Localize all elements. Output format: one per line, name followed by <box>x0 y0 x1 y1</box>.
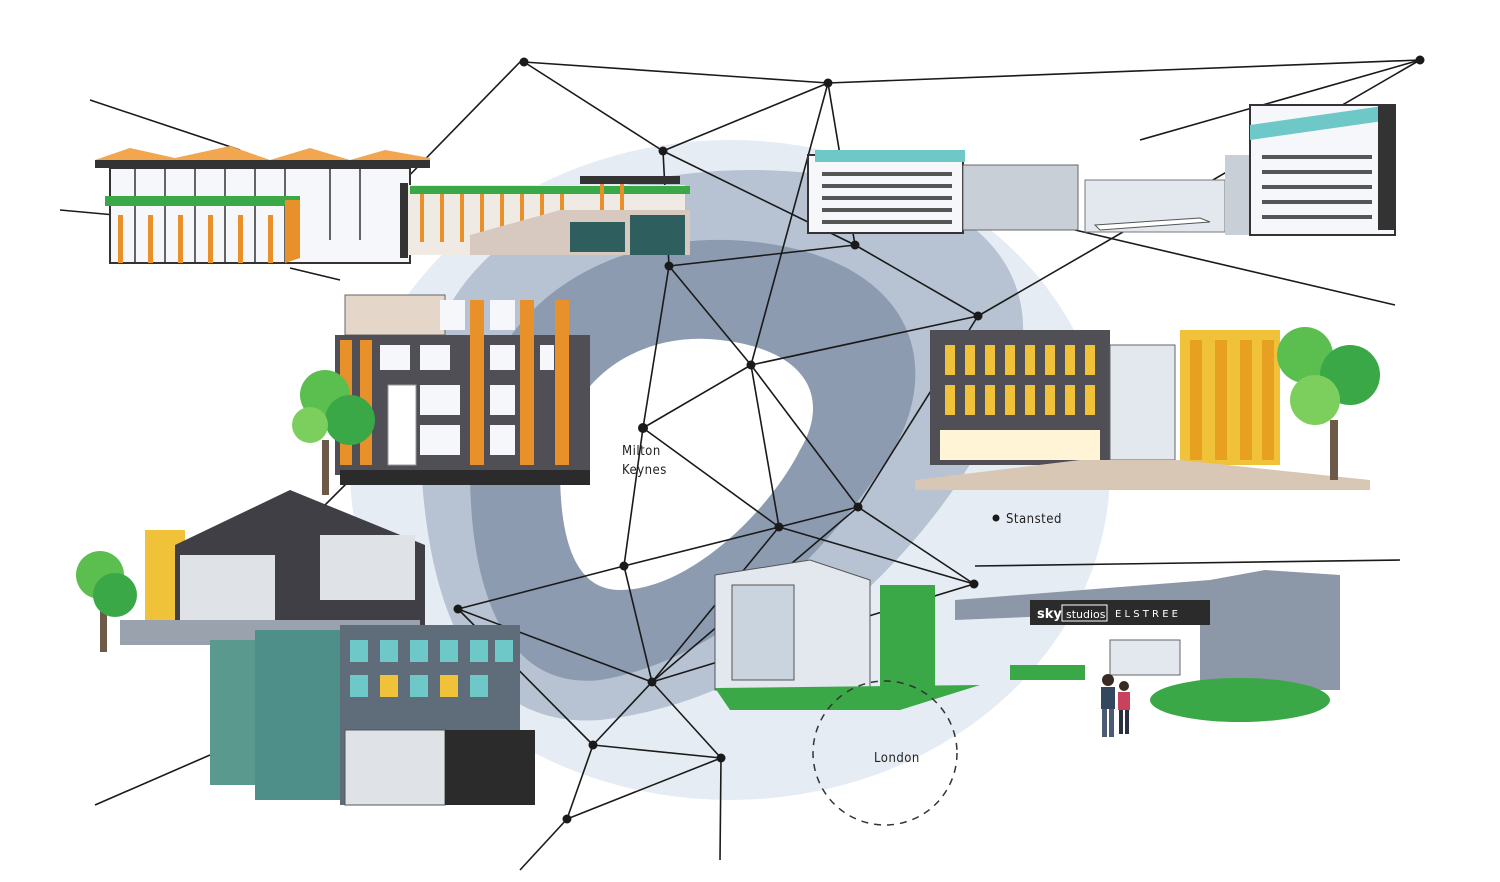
network-edge <box>89 99 241 151</box>
network-node <box>716 753 726 763</box>
tree-bottom-left <box>76 551 137 652</box>
network-edge <box>750 364 780 528</box>
network-edge <box>827 59 1421 84</box>
network-edge <box>642 265 670 429</box>
network-edge <box>642 427 780 528</box>
network-edge <box>1139 59 1421 141</box>
studios-text: studios <box>1066 608 1106 621</box>
network-node <box>588 740 598 750</box>
network-node <box>658 146 668 156</box>
network-edge <box>523 61 829 84</box>
swirl-background <box>350 140 1110 800</box>
network-edge <box>778 506 859 528</box>
network-edge <box>457 608 653 683</box>
network-node <box>453 604 463 614</box>
network-node <box>519 57 529 67</box>
network-edge <box>854 244 979 317</box>
london-boundary <box>812 680 958 826</box>
network-edge <box>750 82 829 366</box>
people-walking <box>1101 674 1130 737</box>
network-edge <box>662 82 829 152</box>
network-node <box>853 502 863 512</box>
building-apartments <box>335 294 590 485</box>
network-edge <box>1074 229 1396 306</box>
elstree-text: E L S T R E E <box>1115 609 1178 620</box>
tree-left-middle <box>292 370 375 495</box>
building-terminal <box>807 104 1396 236</box>
studios-box <box>1061 604 1108 622</box>
network-edge <box>623 526 780 567</box>
network-edge <box>623 427 644 567</box>
milton-keynes-node <box>638 423 648 433</box>
network-edge <box>592 744 722 759</box>
milton-keynes-label-line1: Milton <box>622 444 661 459</box>
network-edge <box>519 818 568 871</box>
network-node <box>619 561 629 571</box>
network-node <box>746 360 756 370</box>
network-edge <box>668 244 856 267</box>
sky-studios-sign <box>1030 600 1210 625</box>
network-edge <box>778 526 975 585</box>
network-edge <box>974 559 1401 567</box>
network-edge <box>566 757 722 820</box>
building-stansted-office <box>915 330 1370 490</box>
network-edge <box>566 744 594 820</box>
tree-right <box>1277 327 1380 480</box>
network-node <box>969 579 979 589</box>
network-edge <box>457 565 625 610</box>
network-edge <box>857 506 975 585</box>
network-node <box>850 240 860 250</box>
network-edge <box>59 209 116 216</box>
stansted-node <box>992 514 1000 522</box>
building-dark-block <box>120 490 425 645</box>
network-edge <box>719 757 722 861</box>
network-edge <box>651 681 722 759</box>
network-edge <box>523 61 664 152</box>
network-edge <box>642 364 752 429</box>
sky-brand-text: sky <box>1037 607 1062 622</box>
network-edge <box>623 565 653 683</box>
network-edge <box>94 754 211 806</box>
network-edge <box>750 315 979 366</box>
network-node <box>774 522 784 532</box>
stansted-label: Stansted <box>1006 512 1062 527</box>
network-node <box>562 814 572 824</box>
network-node <box>973 311 983 321</box>
milton-keynes-label-line2: Keynes <box>622 463 667 478</box>
network-node <box>664 261 674 271</box>
network-edge <box>750 364 859 508</box>
network-edge <box>592 681 653 746</box>
building-sky-studios <box>714 559 1340 722</box>
network-node <box>1415 55 1425 65</box>
swirl-hole <box>560 338 814 590</box>
network-node <box>647 677 657 687</box>
building-teal-office <box>210 625 535 806</box>
network-edge <box>289 267 341 281</box>
network-nodes <box>453 55 1425 824</box>
london-label: London <box>874 751 920 766</box>
building-gallery <box>400 176 690 258</box>
network-node <box>823 78 833 88</box>
network-edge <box>668 265 752 366</box>
building-pavilion <box>95 146 430 264</box>
